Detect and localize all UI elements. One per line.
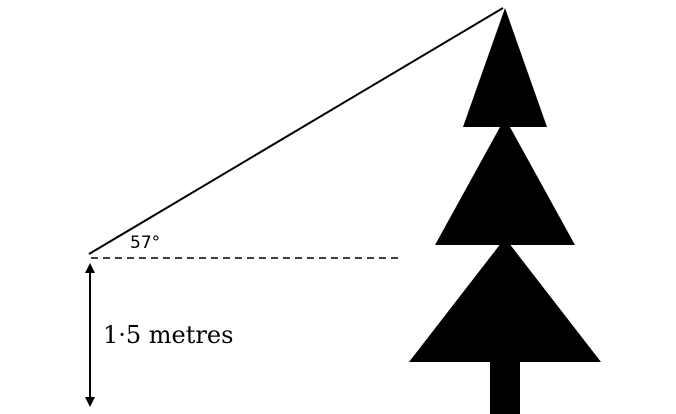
tree-trunk <box>490 360 520 414</box>
tree-bottom-tier <box>409 238 601 362</box>
tree-top-tier <box>463 8 547 127</box>
tree <box>409 8 601 414</box>
tree-middle-tier <box>435 118 575 245</box>
angle-label: 57° <box>130 233 160 253</box>
line-of-sight <box>88 7 504 255</box>
height-label: 1·5 metres <box>103 321 233 349</box>
